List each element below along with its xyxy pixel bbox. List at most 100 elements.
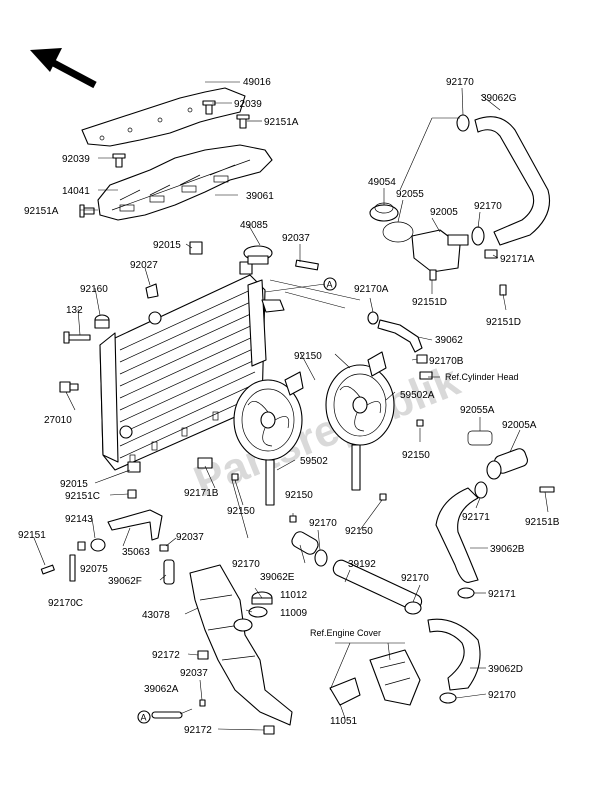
clamp-92170-39192-icon <box>404 601 422 615</box>
label-92005: 92005 <box>430 207 458 218</box>
label-39062: 39062 <box>435 335 463 346</box>
thermostat-49054-icon <box>369 202 399 222</box>
label-92170-e: 92170 <box>474 201 502 212</box>
label-11009: 11009 <box>280 608 308 619</box>
label-59502: 59502 <box>300 456 328 467</box>
label-92171a: 92171A <box>500 254 535 265</box>
label-92037-upper: 92037 <box>282 233 310 244</box>
label-92170-b: 92170 <box>309 518 337 529</box>
label-132: 132 <box>66 305 83 316</box>
label-92170-a: 92170 <box>232 559 260 570</box>
radiator-side-bracket <box>247 279 285 367</box>
label-39062b: 39062B <box>490 544 525 555</box>
label-39061: 39061 <box>246 191 274 202</box>
clamp-92170a-icon <box>367 311 379 325</box>
hose-39062g <box>474 116 551 246</box>
stud-92170c-icon <box>69 554 76 582</box>
label-39062e: 39062E <box>260 572 295 583</box>
bolt-132-icon <box>63 331 91 344</box>
clip-92170b-icon <box>416 354 428 364</box>
label-92005a: 92005A <box>502 420 537 431</box>
water-housing-92005 <box>411 229 469 273</box>
clip-92171a-icon <box>484 249 498 259</box>
pipe-92005a <box>486 448 528 480</box>
label-92150-a: 92150 <box>227 506 255 517</box>
label-92150-e: 92150 <box>402 450 430 461</box>
label-92151a-upper: 92151A <box>264 117 299 128</box>
tank-gasket-11009-icon <box>248 606 268 618</box>
label-92151d-right: 92151D <box>486 317 521 328</box>
grommet-92075-icon <box>90 538 106 552</box>
clamp-92171a-icon <box>474 481 488 499</box>
front-direction-arrow-icon <box>30 48 97 89</box>
clamp-92170-e-icon <box>471 226 485 246</box>
hose-39062 <box>377 319 423 353</box>
label-92027: 92027 <box>130 260 158 271</box>
label-39062f: 39062F <box>108 576 142 587</box>
label-92170-f: 92170 <box>488 690 516 701</box>
label-92170-c: 92170 <box>401 573 429 584</box>
fitting-cylinder-head-icon <box>419 371 433 380</box>
hose-39062a-icon <box>151 711 183 719</box>
ref-engine-cover: Ref.Engine Cover <box>310 628 381 638</box>
tank-neck-icon <box>233 618 253 632</box>
label-92170c: 92170C <box>48 598 83 609</box>
bolt-92151b-icon <box>539 486 555 493</box>
label-39192: 39192 <box>348 559 376 570</box>
clamp-92170-39062e-icon <box>314 549 328 567</box>
part-labels: 49016 92039 92151A 92039 14041 92151A 39… <box>18 77 560 736</box>
label-49016: 49016 <box>243 77 271 88</box>
svg-text:A: A <box>327 280 333 290</box>
label-92172-upper: 92172 <box>152 650 180 661</box>
cooling-fan-59502 <box>233 371 304 506</box>
bolt-92172b-icon <box>263 725 275 735</box>
fan-connector-92171b-icon <box>197 457 213 469</box>
label-92039-upper: 92039 <box>234 99 262 110</box>
label-27010: 27010 <box>44 415 72 426</box>
small-bolt-92039b-icon <box>112 153 126 168</box>
collar-92027-icon <box>145 283 159 299</box>
reserve-tank-43078 <box>189 564 293 726</box>
radiator-core <box>99 261 266 471</box>
hose-39062f-icon <box>163 559 175 585</box>
svg-text:A: A <box>141 713 147 723</box>
bolt-92151c-icon <box>127 489 137 499</box>
label-92143: 92143 <box>65 514 93 525</box>
label-92151c: 92151C <box>65 491 100 502</box>
hose-39062e-icon <box>291 531 319 555</box>
bolt-92151-icon <box>40 564 55 575</box>
label-39062g: 39062G <box>481 93 517 104</box>
label-92151: 92151 <box>18 530 46 541</box>
clip-92037-icon <box>295 259 319 271</box>
tank-bracket-11051 <box>329 649 421 706</box>
fan-bolt-92150-icon <box>231 419 424 523</box>
connector-marker-a-upper: A <box>323 277 337 291</box>
label-92151d-left: 92151D <box>412 297 447 308</box>
label-92015-upper: 92015 <box>153 240 181 251</box>
label-92075: 92075 <box>80 564 108 575</box>
clip-92037b-icon <box>159 544 169 552</box>
small-bolt-92151ab-icon <box>79 204 95 218</box>
label-35063: 35063 <box>122 547 150 558</box>
grommet-92160-icon <box>94 314 110 329</box>
cooling-fan-59502a <box>325 351 395 491</box>
label-59502a: 59502A <box>400 390 435 401</box>
clamp-92171b-icon <box>457 587 475 599</box>
label-92150-b: 92150 <box>285 490 313 501</box>
upper-cover-plate <box>81 87 246 147</box>
small-bolt-92151a-icon <box>236 114 250 129</box>
label-92039-lower: 92039 <box>62 154 90 165</box>
oring-92055a-icon <box>467 430 493 446</box>
label-92171-lower: 92171 <box>488 589 516 600</box>
hose-39062d <box>427 618 481 691</box>
label-92171-upper: 92171 <box>462 512 490 523</box>
bracket-35063 <box>107 509 163 541</box>
label-92170a: 92170A <box>354 284 389 295</box>
label-39062a: 39062A <box>144 684 179 695</box>
clamp-92170-g-icon <box>456 114 470 132</box>
leader-lines <box>33 81 549 731</box>
damper-92015a-icon <box>189 241 203 255</box>
label-92055: 92055 <box>396 189 424 200</box>
label-14041: 14041 <box>62 186 90 197</box>
label-92015-lower: 92015 <box>60 479 88 490</box>
